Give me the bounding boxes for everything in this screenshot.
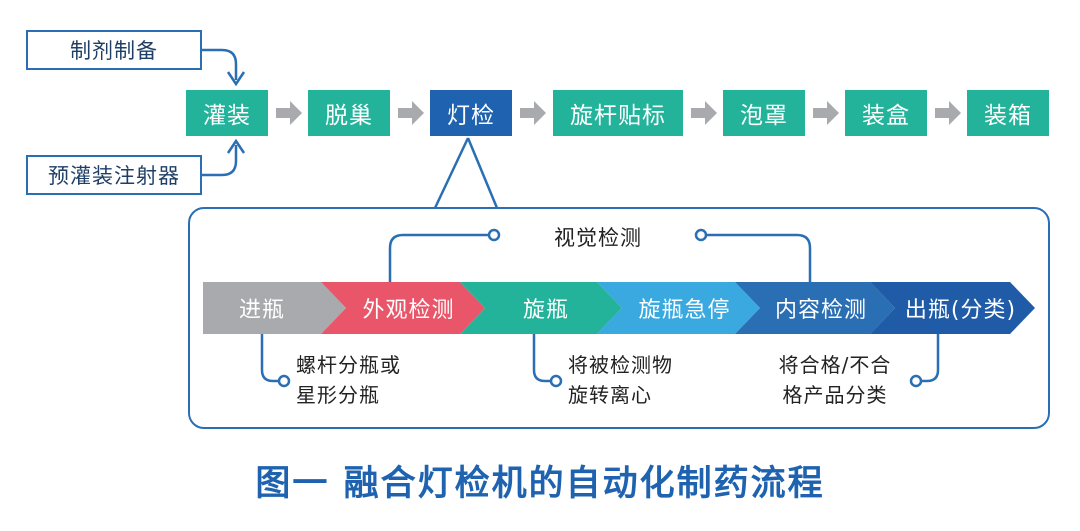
stage-content-label: 内容检测 — [774, 298, 867, 323]
top-input-arrowhead — [226, 71, 246, 87]
arrow-right-icon — [398, 101, 424, 125]
stage-spin-stop-label: 旋瓶急停 — [638, 298, 731, 323]
chevron-content-check — [735, 282, 895, 334]
note-outfeed-line1: 将合格/不合 — [778, 353, 892, 377]
figure-caption: 图一 融合灯检机的自动化制药流程 — [0, 455, 1080, 506]
chevron-spin-stop — [597, 282, 760, 334]
chevron-infeed — [203, 282, 346, 334]
step-blister: 泡罩 — [723, 90, 805, 136]
note-spin-line1: 将被检测物 — [568, 353, 673, 377]
note-connector-3-dot — [909, 374, 923, 388]
arrow-right-icon — [276, 101, 302, 125]
note-spin-line2: 旋转离心 — [568, 383, 652, 407]
step-denesting: 脱巢 — [308, 90, 390, 136]
figure-title: 融合灯检机的自动化制药流程 — [343, 464, 825, 504]
note-infeed-line2: 星形分瓶 — [296, 383, 380, 407]
stage-appearance-label: 外观检测 — [362, 298, 455, 323]
arrow-right-icon — [813, 101, 839, 125]
input-box-prefilled-syringe: 预灌装注射器 — [26, 155, 202, 195]
input-box-formulation: 制剂制备 — [26, 30, 202, 70]
note-connector-1 — [260, 334, 280, 383]
visual-detection-dot-right — [694, 228, 708, 242]
step-cartoning: 装盒 — [845, 90, 927, 136]
visual-detection-bracket-left — [388, 233, 490, 284]
note-connector-1-dot — [277, 374, 291, 388]
bottom-input-connector — [202, 145, 238, 177]
visual-detection-bracket-right — [705, 233, 812, 284]
arrow-right-icon — [935, 101, 961, 125]
stage-infeed-label: 进瓶 — [238, 298, 285, 323]
note-connector-2-dot — [549, 374, 563, 388]
step-rod-labeling: 旋杆贴标 — [553, 90, 683, 136]
chevron-appearance-check — [321, 282, 485, 334]
chevron-spin — [460, 282, 622, 334]
visual-detection-label: 视觉检测 — [554, 226, 642, 250]
callout-connector — [433, 137, 499, 209]
note-spin: 将被检测物 旋转离心 — [568, 350, 673, 410]
step-light-inspection: 灯检 — [430, 90, 512, 136]
stage-spin-label: 旋瓶 — [522, 298, 569, 323]
note-infeed-line1: 螺杆分瓶或 — [296, 353, 401, 377]
note-outfeed: 将合格/不合 格产品分类 — [764, 350, 906, 410]
note-connector-2 — [532, 334, 552, 383]
figure-number: 图一 — [255, 464, 330, 504]
arrow-right-icon — [691, 101, 717, 125]
inspection-detail-frame — [188, 207, 1050, 429]
stage-outfeed-label: 出瓶(分类) — [904, 298, 1017, 323]
chevron-outfeed — [870, 282, 1035, 334]
step-casing: 装箱 — [967, 90, 1049, 136]
note-infeed: 螺杆分瓶或 星形分瓶 — [296, 350, 401, 410]
step-filling: 灌装 — [186, 90, 268, 136]
top-input-connector — [202, 48, 238, 80]
note-connector-3 — [920, 334, 940, 383]
note-outfeed-line2: 格产品分类 — [782, 383, 888, 407]
arrow-right-icon — [520, 101, 546, 125]
visual-detection-dot-left — [487, 228, 501, 242]
bottom-input-arrowhead — [226, 138, 246, 154]
